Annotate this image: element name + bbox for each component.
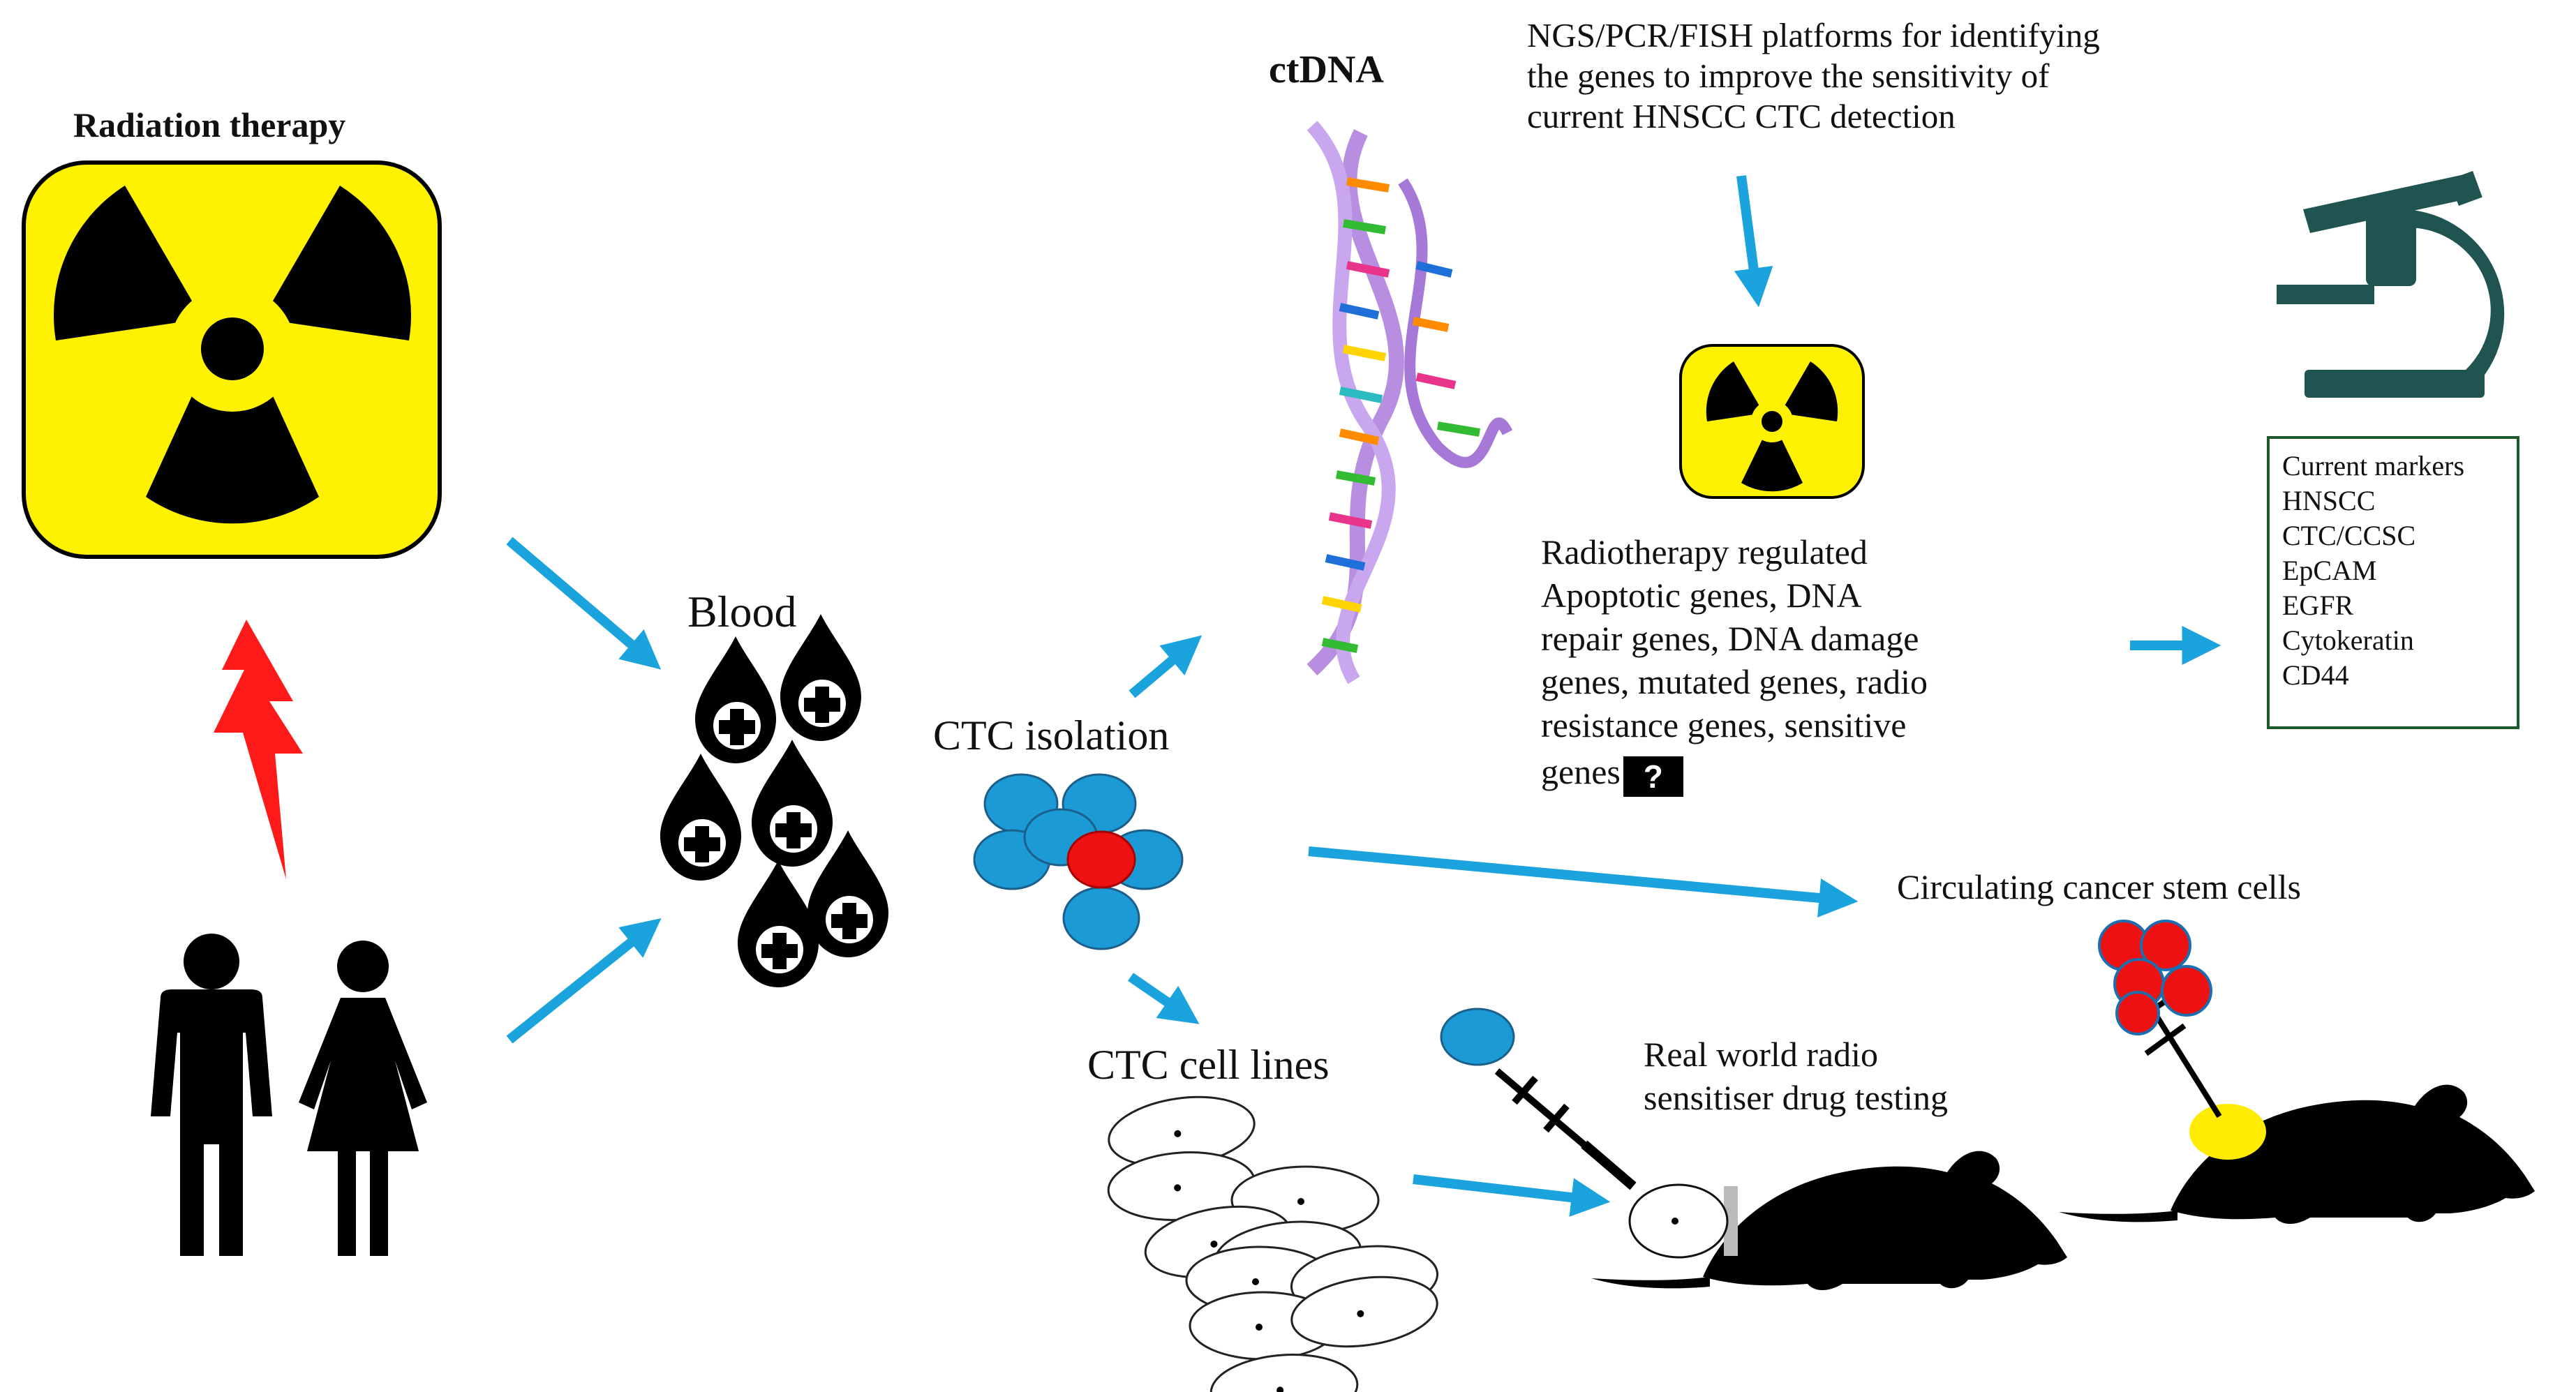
people-icon <box>151 934 427 1256</box>
lightning-icon <box>214 620 303 879</box>
drug-testing-line-1: Real world radio <box>1644 1035 1879 1074</box>
genes-line-5: resistance genes, sensitive <box>1541 705 1907 744</box>
radiotherapy-genes-text: Radiotherapy regulated Apoptotic genes, … <box>1541 530 1928 797</box>
arrow-ctc-to-cell-lines <box>1128 973 1200 1024</box>
radiation-therapy-label: Radiation therapy <box>73 105 346 144</box>
cell-cluster-icon <box>973 773 1184 950</box>
current-markers-box: Current markers HNSCC CTC/CCSC EpCAM EGF… <box>2267 436 2519 729</box>
dna-helix-icon <box>1306 121 1513 684</box>
cell-lines-icon <box>1103 1087 1443 1392</box>
markers-list: HNSCC CTC/CCSC EpCAM EGFR Cytokeratin CD… <box>2282 484 2504 693</box>
ngs-line-1: NGS/PCR/FISH platforms for identifying <box>1527 16 2100 54</box>
microscope-icon <box>2277 171 2505 398</box>
marker-item: CTC/CCSC <box>2282 520 2416 551</box>
genes-line-1: Radiotherapy regulated <box>1541 532 1868 571</box>
marker-item: CD44 <box>2282 659 2349 691</box>
genes-line-6: genes <box>1541 752 1621 791</box>
marker-item: EpCAM <box>2282 555 2377 586</box>
arrow-ngs-to-radiation <box>1734 175 1773 308</box>
blood-drops-icon <box>660 614 888 987</box>
question-mark-icon: ? <box>1623 756 1683 797</box>
genes-line-3: repair genes, DNA damage <box>1541 619 1919 658</box>
genes-line-4: genes, mutated genes, radio <box>1541 662 1928 701</box>
arrow-radiation-to-blood <box>506 537 662 670</box>
ngs-platforms-text: NGS/PCR/FISH platforms for identifying t… <box>1527 15 2100 137</box>
genes-line-2: Apoptotic genes, DNA <box>1541 576 1862 615</box>
marker-item: HNSCC <box>2282 485 2376 516</box>
drug-testing-text: Real world radio sensitiser drug testing <box>1644 1033 1948 1119</box>
mouse-icon-drug-test <box>1591 1151 2067 1290</box>
small-radiation-icon <box>1679 344 1865 499</box>
drug-testing-line-2: sensitiser drug testing <box>1644 1078 1949 1117</box>
syringe-icon <box>1440 1008 1637 1190</box>
circulating-cancer-stem-cells-label: Circulating cancer stem cells <box>1897 867 2301 906</box>
arrow-ctc-to-ctdna <box>1129 635 1203 698</box>
ngs-line-2: the genes to improve the sensitivity of <box>1527 57 2050 95</box>
markers-title: Current markers <box>2282 450 2465 481</box>
stem-cell-cluster-icon <box>2098 920 2212 1035</box>
radiation-hazard-icon <box>22 160 442 559</box>
ctdna-label: ctDNA <box>1269 48 1384 91</box>
marker-item: EGFR <box>2282 590 2354 621</box>
ctc-cell-lines-label: CTC cell lines <box>1087 1042 1330 1088</box>
arrow-people-to-blood <box>506 918 662 1044</box>
arrow-ctc-to-stem-cells <box>1308 846 1859 918</box>
ctc-isolation-label: CTC isolation <box>933 712 1170 758</box>
blood-label: Blood <box>687 587 797 636</box>
marker-item: Cytokeratin <box>2282 624 2414 656</box>
ngs-line-3: current HNSCC CTC detection <box>1527 97 1956 135</box>
arrow-cell-lines-to-mouse <box>1413 1174 1611 1217</box>
flow-arrows <box>506 175 2221 1217</box>
